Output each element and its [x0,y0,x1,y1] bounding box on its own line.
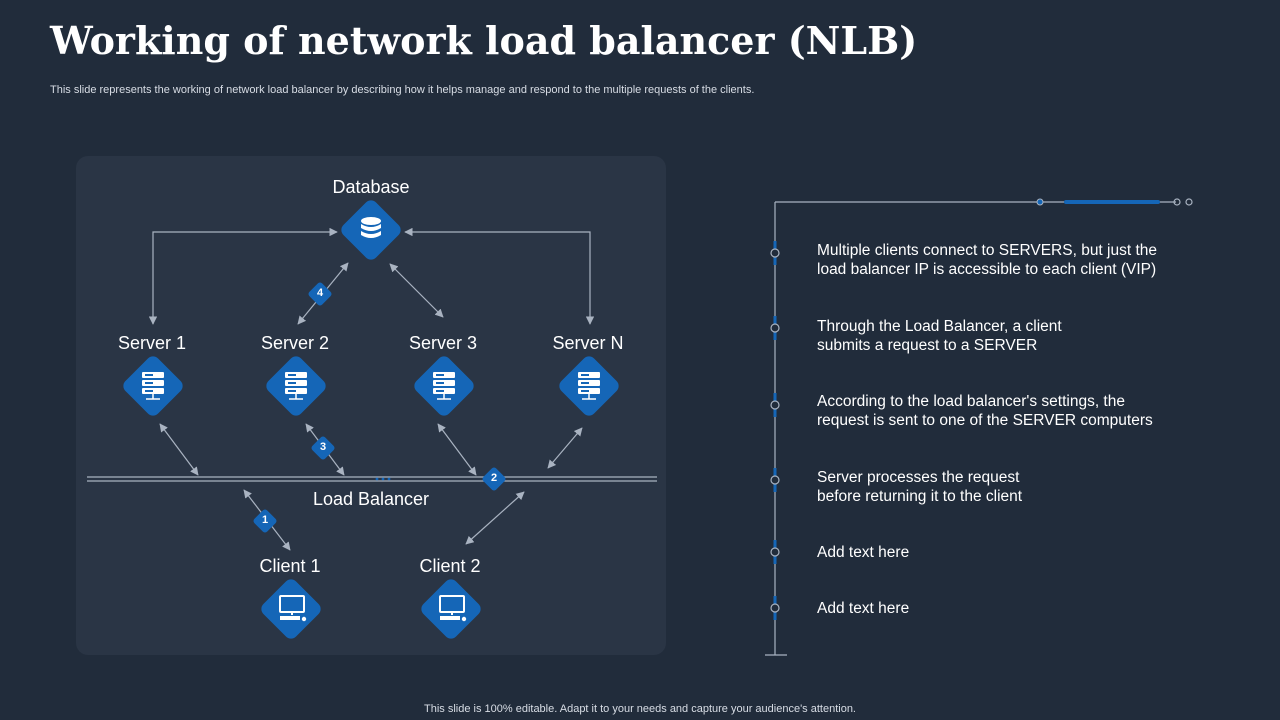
database-label: Database [332,177,410,197]
page-subtitle: This slide represents the working of net… [50,84,755,96]
server-icon [578,372,600,400]
database-icon [361,217,381,238]
server-icon [285,372,307,400]
server-label-1: Server 1 [117,333,187,353]
db-server1-connector [148,227,338,325]
client-label-2: Client 2 [419,556,481,576]
step-text-2: Through the Load Balancer, a client subm… [817,317,1197,355]
timeline-markers [770,241,780,620]
step-text-4-line1: Server processes the request [817,469,1020,486]
step-badge-number-3: 3 [319,441,327,453]
step-text-6-line1: Add text here [817,600,910,617]
step-text-3: According to the load balancer's setting… [817,392,1197,430]
step-text-3-line1: According to the load balancer's setting… [817,393,1125,410]
step-text-5-line1: Add text here [817,544,910,561]
server-icon [142,372,164,400]
server-label-n: Server N [552,333,624,353]
db-serverN-connector [404,227,595,325]
step-badge-number-2: 2 [490,472,498,484]
step-badge-number-1: 1 [261,514,269,526]
step-text-1: Multiple clients connect to SERVERS, but… [817,241,1197,279]
page-title: Working of network load balancer (NLB) [50,18,918,63]
lb-client2-arrow [465,491,525,545]
client-label-1: Client 1 [259,556,321,576]
server-label-2: Server 2 [260,333,330,353]
serverN-lb-arrow [547,427,583,469]
server-label-3: Server 3 [408,333,478,353]
step-text-4-line2: before returning it to the client [817,488,1023,505]
step-text-2-line2: submits a request to a SERVER [817,337,1038,354]
computer-icon [439,595,467,622]
footer-note: This slide is 100% editable. Adapt it to… [424,703,856,715]
step-text-3-line2: request is sent to one of the SERVER com… [817,412,1153,429]
db-server3-arrow [389,263,444,318]
server1-lb-arrow [159,423,199,476]
step-text-5: Add text here [817,543,1197,562]
load-balancer-label: Load Balancer [312,489,430,509]
step-badge-number-4: 4 [316,287,324,299]
step-text-2-line1: Through the Load Balancer, a client [817,318,1062,335]
server3-lb-arrow [437,423,477,476]
step-text-4: Server processes the request before retu… [817,468,1197,506]
server-icon [433,372,455,400]
computer-icon [279,595,307,622]
step-text-1-line1: Multiple clients connect to SERVERS, but… [817,242,1158,259]
step-text-6: Add text here [817,599,1197,618]
step-text-1-line2: load balancer IP is accessible to each c… [817,261,1157,278]
